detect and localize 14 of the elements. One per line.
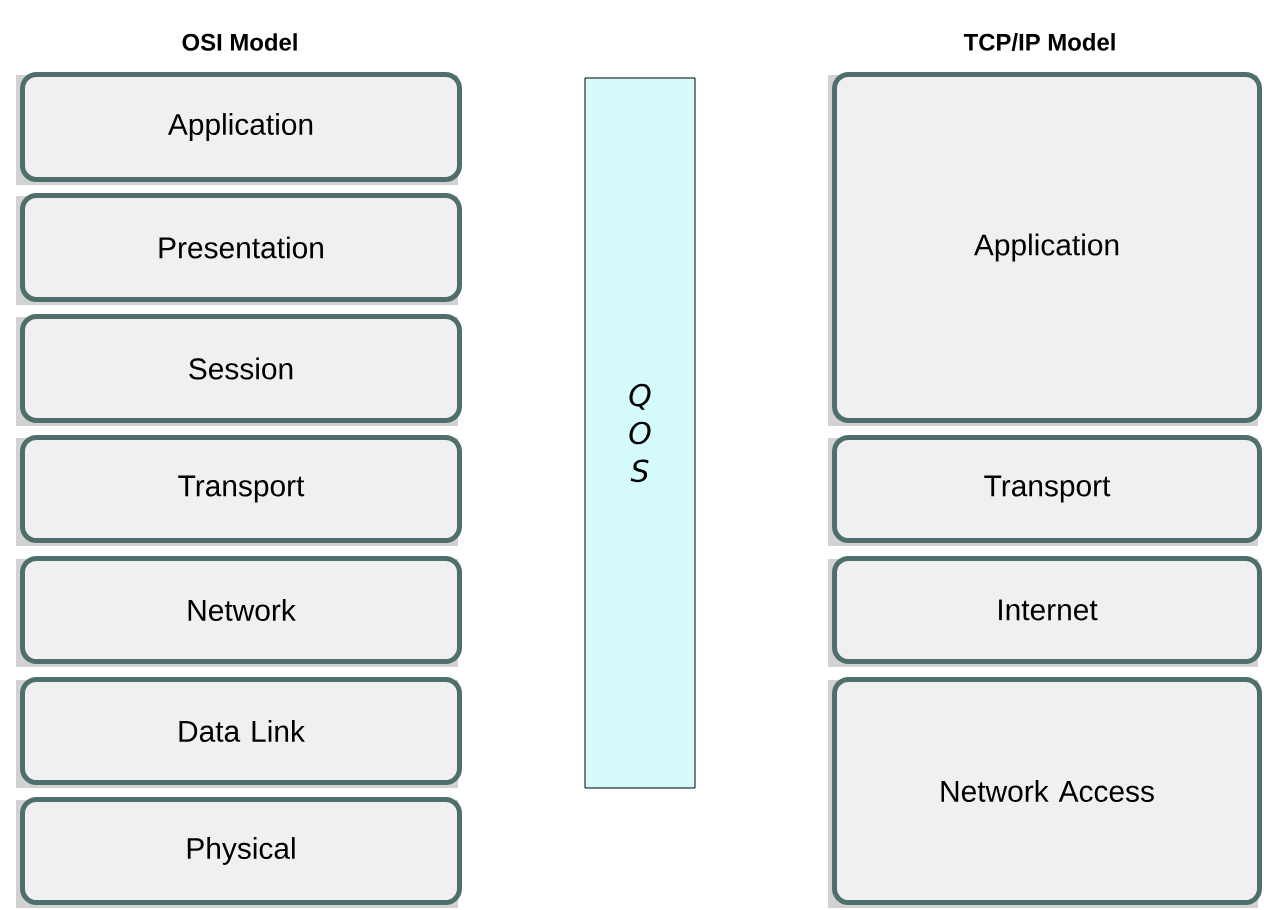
layer-box: Transport xyxy=(16,435,462,546)
layer-box: Session xyxy=(16,314,462,426)
layer-box: Presentation xyxy=(16,193,462,305)
layer-box: Application xyxy=(828,72,1262,426)
layer-box: Data Link xyxy=(16,677,462,788)
layer-box: Internet xyxy=(828,556,1262,667)
layer-box: Network xyxy=(16,556,462,667)
layer-box: Application xyxy=(16,72,462,185)
column-heading: TCP/IP Model xyxy=(963,33,1115,51)
layer-box: Physical xyxy=(16,797,462,908)
column-heading: OSI Model xyxy=(182,33,297,51)
layer-box: Transport xyxy=(828,435,1262,546)
layer-box: Network Access xyxy=(828,677,1262,908)
qos-band: Q O S xyxy=(584,77,696,789)
